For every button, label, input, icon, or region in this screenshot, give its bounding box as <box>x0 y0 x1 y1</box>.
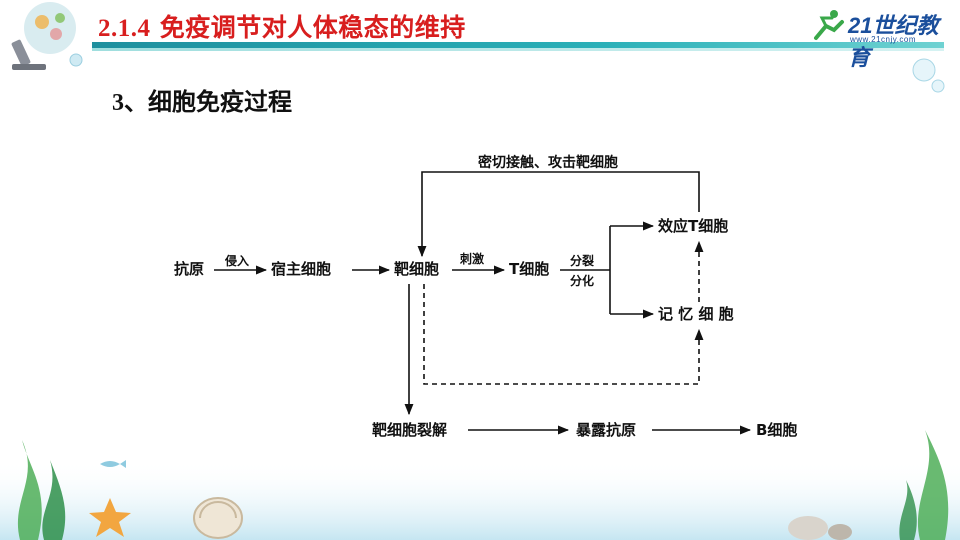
pebble-icon <box>788 516 828 540</box>
runner-logo-icon <box>814 10 844 40</box>
seaweed-right-icon <box>917 430 949 540</box>
shell-icon <box>193 497 243 539</box>
node-antigen: 抗原 <box>174 260 204 278</box>
header-number: 2.1.4 <box>98 15 151 42</box>
header-title-text: 免疫调节对人体稳态的维持 <box>159 13 466 42</box>
label-divide: 分裂 <box>570 253 594 268</box>
logo-url: www.21cnjy.com <box>850 35 916 44</box>
logo-brand: 21世纪教育 <box>848 13 939 70</box>
node-effector-t-cell: 效应T细胞 <box>658 217 728 235</box>
seaweed-left-icon <box>17 440 42 540</box>
node-expose-antigen: 暴露抗原 <box>576 421 636 439</box>
node-t-cell: T细胞 <box>509 260 549 278</box>
starfish-icon <box>89 498 131 537</box>
label-attack: 密切接触、攻击靶细胞 <box>477 154 618 171</box>
node-b-cell: B细胞 <box>756 421 797 439</box>
header-title: 2.1.4 免疫调节对人体稳态的维持 <box>98 8 466 44</box>
section-number: 3、 <box>112 90 148 116</box>
section-title-text: 细胞免疫过程 <box>148 88 292 116</box>
node-host-cell: 宿主细胞 <box>271 260 331 278</box>
node-target-lysis: 靶细胞裂解 <box>372 421 447 439</box>
label-differentiate: 分化 <box>570 273 594 288</box>
microscope-emblem-icon <box>11 2 83 70</box>
seabed-decoration <box>0 430 960 540</box>
bubble-icon <box>912 58 945 93</box>
header-bar <box>92 42 944 48</box>
fish-icon <box>100 460 126 468</box>
label-stimulate: 刺激 <box>459 251 484 266</box>
section-title: 3、细胞免疫过程 <box>112 82 292 117</box>
arrow-target-memory-dashed <box>423 284 704 385</box>
header-bar-shadow <box>92 48 944 51</box>
arrow-attack-loop <box>417 171 700 258</box>
label-invade: 侵入 <box>224 253 249 268</box>
node-target-cell: 靶细胞 <box>394 260 439 278</box>
node-memory-cell: 记 忆 细 胞 <box>658 305 734 323</box>
